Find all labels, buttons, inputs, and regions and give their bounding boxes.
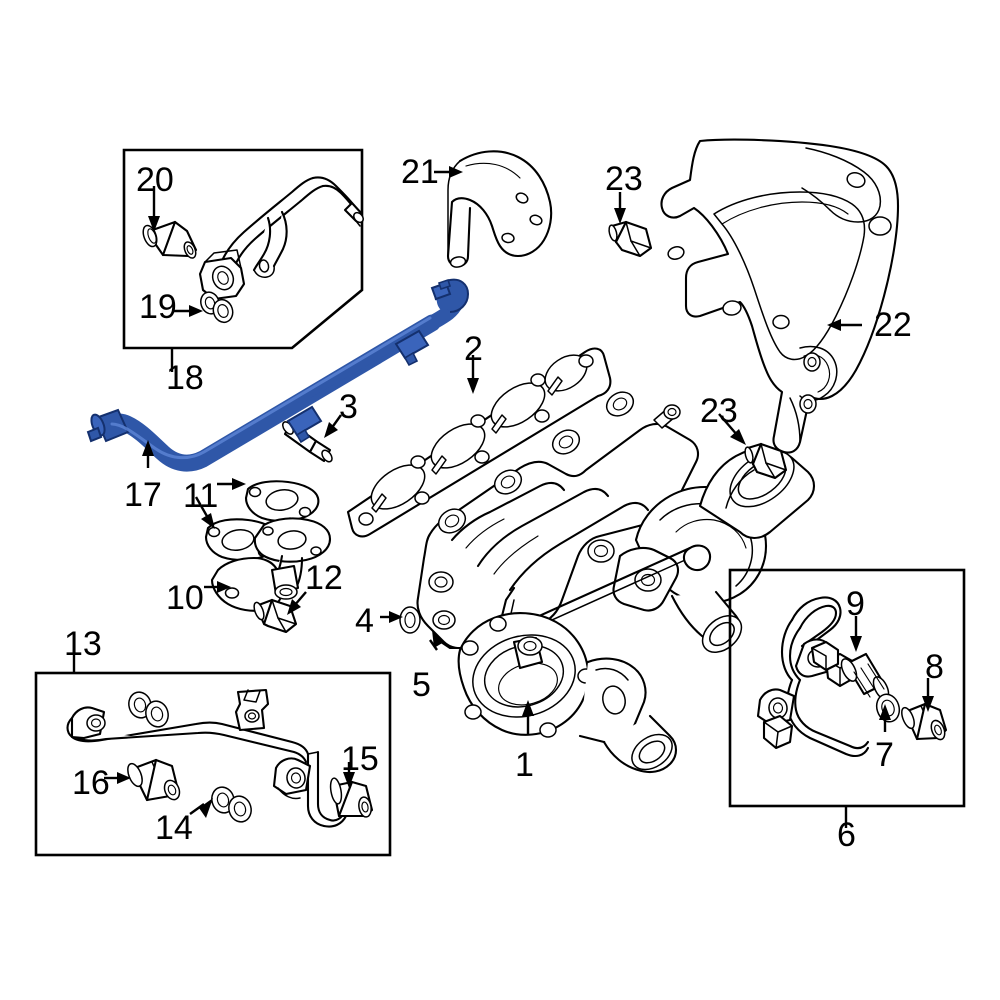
callout-label-18: 18 — [166, 359, 204, 397]
callout-arrow-15 — [343, 762, 355, 788]
part-21-bracket — [434, 150, 553, 268]
part-15-bolt-short — [329, 777, 374, 818]
callout-label-2: 2 — [464, 330, 483, 368]
callout-label-7: 7 — [875, 736, 894, 774]
callout-label-22: 22 — [874, 306, 912, 344]
callout-arrow-1 — [522, 700, 534, 734]
callout-label-16: 16 — [72, 764, 110, 802]
callout-label-21: 21 — [401, 153, 439, 191]
callout-arrow-21 — [434, 166, 463, 178]
callout-label-23-lower: 23 — [700, 392, 738, 430]
callout-arrow-9 — [850, 616, 862, 652]
callout-label-17: 17 — [124, 476, 162, 514]
part-12-bolt — [253, 591, 307, 634]
callout-label-12: 12 — [305, 559, 343, 597]
part-20-sleeve — [142, 220, 198, 259]
callout-arrow-10 — [204, 581, 231, 593]
oil-feed-line-assembly — [756, 596, 948, 758]
callout-arrow-16 — [104, 772, 131, 784]
inset-box-6 — [728, 568, 966, 828]
part-4-washer — [380, 606, 421, 634]
callout-label-13: 13 — [64, 625, 102, 663]
callout-arrow-3 — [324, 414, 342, 438]
inset-box-13 — [34, 650, 392, 857]
callout-arrow-17 — [142, 440, 154, 468]
callout-arrow-20 — [148, 186, 160, 232]
callout-label-9: 9 — [846, 585, 865, 623]
callout-arrow-22 — [827, 319, 862, 331]
callout-label-10: 10 — [166, 579, 204, 617]
oil-return-line-assembly — [66, 688, 374, 828]
part-22-heat-shield — [660, 138, 900, 454]
callout-label-19: 19 — [139, 288, 177, 326]
part-23-bolt-lower — [718, 413, 788, 480]
callout-arrow-8 — [922, 678, 934, 712]
part-9-fitting — [840, 652, 890, 700]
callout-label-15: 15 — [341, 740, 379, 778]
callout-arrow-11-lower — [194, 496, 215, 529]
part-19-seal-rings — [200, 291, 234, 324]
callout-label-1: 1 — [515, 746, 534, 784]
part-2-manifold-gasket — [346, 347, 612, 538]
part-8-banjo-bolt — [901, 702, 948, 741]
part-10-flange — [204, 517, 332, 612]
part-23-bolt-upper — [608, 192, 653, 258]
callout-arrow-23-upper — [614, 192, 626, 224]
part-14-seal-rings — [211, 786, 252, 823]
callout-arrow-11-upper — [217, 478, 246, 490]
callout-arrow-7 — [879, 704, 891, 732]
callout-label-4: 4 — [355, 602, 374, 640]
inset-box-18 — [122, 148, 364, 372]
callout-label-11: 11 — [183, 477, 219, 515]
callout-label-14: 14 — [155, 809, 193, 847]
callout-arrow-4 — [380, 611, 403, 623]
callout-label-3: 3 — [339, 388, 358, 426]
callout-arrow-5 — [429, 630, 444, 651]
callout-arrow-2 — [467, 355, 479, 394]
callout-arrow-12 — [287, 591, 307, 615]
callout-label-23-upper: 23 — [605, 160, 643, 198]
callout-arrow-23-lower — [718, 413, 746, 445]
callout-arrow-19 — [172, 305, 203, 317]
coolant-line-assembly — [142, 176, 364, 324]
part-16-bolt-long — [127, 758, 181, 802]
callout-label-8: 8 — [925, 648, 944, 686]
seal-ring-pair-top — [128, 691, 169, 728]
part-17-coolant-tube-highlighted — [86, 278, 470, 472]
callout-arrow-14 — [189, 798, 213, 818]
callout-label-5: 5 — [412, 666, 431, 704]
callout-label-20: 20 — [136, 161, 174, 199]
callout-label-6: 6 — [837, 816, 856, 854]
